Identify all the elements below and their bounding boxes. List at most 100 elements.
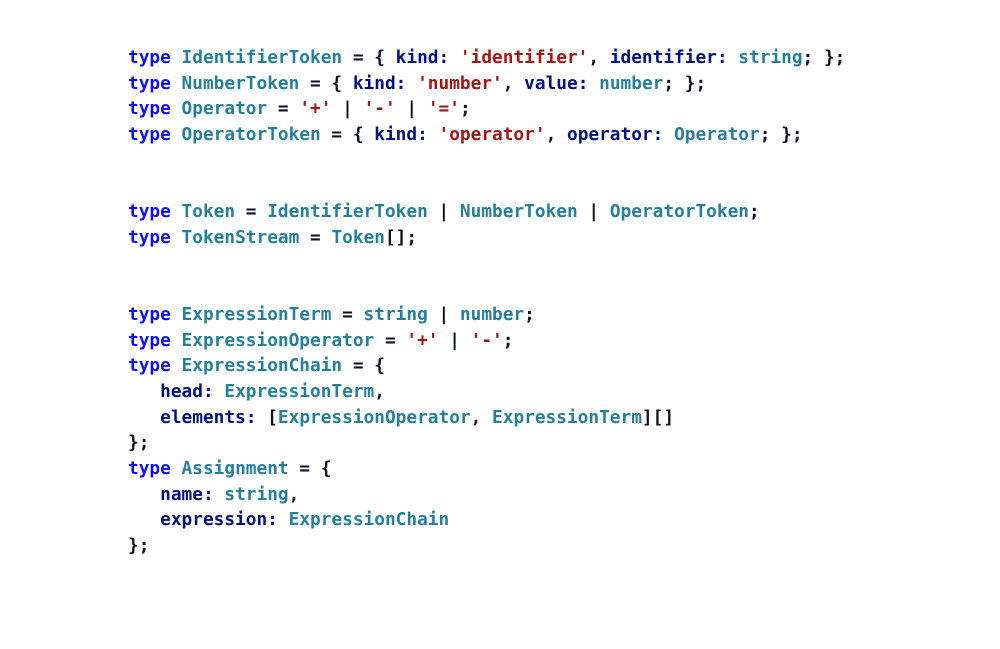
code-token-kw: type <box>128 201 171 223</box>
code-line: type Operator = '+' | '-' | '='; <box>128 96 845 122</box>
code-token-pu: ; <box>459 98 471 120</box>
code-token-pr: elements: <box>160 406 257 428</box>
code-line <box>128 276 845 302</box>
code-token-pu <box>171 73 182 94</box>
code-token-pu <box>171 458 182 479</box>
code-token-kw: type <box>128 303 171 325</box>
code-token-pu <box>128 407 160 428</box>
code-token-pu: ; }; <box>802 47 846 68</box>
code-token-pu <box>278 509 289 530</box>
code-line: expression: ExpressionChain <box>128 507 845 533</box>
code-token-pu: }; <box>128 432 150 454</box>
code-token-pu <box>171 98 182 119</box>
code-token-ty: ExpressionTerm <box>492 406 642 428</box>
code-token-pu: , <box>288 483 300 505</box>
code-token-ty: ExpressionOperator <box>181 329 375 351</box>
code-line: type IdentifierToken = { kind: 'identifi… <box>128 45 845 71</box>
code-token-pu <box>171 330 182 351</box>
code-token-pu: , <box>502 72 525 94</box>
code-token-pu: , <box>588 47 610 68</box>
code-token-kw: type <box>128 226 171 248</box>
code-token-pu: , <box>470 406 493 428</box>
code-token-pu <box>171 227 182 248</box>
code-token-pu: }; <box>128 535 150 557</box>
code-token-pu: ; <box>748 201 760 223</box>
code-token-pr: identifier: <box>609 47 728 68</box>
code-token-pu <box>449 47 460 68</box>
code-token-st: '-' <box>470 329 503 351</box>
code-token-pu: | <box>427 303 460 325</box>
code-token-pu: , <box>545 124 567 146</box>
code-token-ty: ExpressionTerm <box>224 380 375 402</box>
code-line: type ExpressionChain = { <box>128 353 845 379</box>
code-token-pu: ; }; <box>759 124 803 146</box>
code-token-pu: , <box>374 380 385 402</box>
code-line: type ExpressionOperator = '+' | '-'; <box>128 328 845 354</box>
code-line: elements: [ExpressionOperator, Expressio… <box>128 405 845 431</box>
code-line: type Token = IdentifierToken | NumberTok… <box>128 199 845 225</box>
code-token-pu: | <box>395 98 428 120</box>
code-token-pu: ][] <box>641 406 675 428</box>
code-token-ty: OperatorToken <box>609 201 749 223</box>
code-token-pu: [ <box>256 406 278 428</box>
code-token-pu: ; <box>502 329 514 351</box>
code-token-ty: Token <box>331 226 385 248</box>
code-token-pr: value: <box>524 72 589 94</box>
code-token-ty: OperatorToken <box>181 124 321 146</box>
code-token-st: '=' <box>427 98 460 120</box>
code-line: }; <box>128 533 845 559</box>
code-line: name: string, <box>128 482 845 508</box>
code-token-pu: ; <box>524 303 535 325</box>
code-token-ty: Assignment <box>181 458 289 479</box>
code-token-kw: type <box>128 98 171 120</box>
code-line <box>128 148 845 174</box>
code-token-pr: kind: <box>374 124 428 146</box>
code-token-pu <box>728 47 739 68</box>
code-token-pu: = { <box>342 355 385 377</box>
code-token-st: 'operator' <box>438 124 546 146</box>
code-token-pu <box>171 355 182 376</box>
code-token-pr: name: <box>160 483 214 505</box>
code-token-ty: ExpressionTerm <box>181 303 332 325</box>
code-token-pu <box>214 484 225 505</box>
code-line: type Assignment = { <box>128 456 845 482</box>
code-token-pu <box>128 484 160 505</box>
code-token-pu: | <box>577 201 610 223</box>
code-token-ty: ExpressionChain <box>181 355 343 377</box>
code-token-pu <box>171 201 182 222</box>
code-token-ty: ExpressionOperator <box>277 406 471 428</box>
code-line: type ExpressionTerm = string | number; <box>128 302 845 328</box>
code-token-pu: = <box>331 303 364 325</box>
code-token-ty: Operator <box>181 98 268 120</box>
code-token-ty: NumberToken <box>181 72 300 94</box>
code-token-kw: type <box>128 124 171 146</box>
code-block: type IdentifierToken = { kind: 'identifi… <box>128 45 845 559</box>
code-token-ty: IdentifierToken <box>267 201 428 223</box>
code-token-kw: type <box>128 47 171 68</box>
code-token-ty: IdentifierToken <box>181 47 343 68</box>
code-token-pu <box>171 124 182 145</box>
code-token-kw: type <box>128 329 171 351</box>
code-line: type OperatorToken = { kind: 'operator',… <box>128 122 845 148</box>
code-token-st: '+' <box>299 98 332 120</box>
code-token-st: '-' <box>363 98 396 120</box>
code-token-pu <box>128 381 160 402</box>
code-token-pu <box>128 509 160 530</box>
code-token-pu <box>663 124 674 145</box>
code-token-ty: string <box>738 47 803 68</box>
code-token-pu <box>406 73 417 94</box>
code-token-pu: = { <box>299 72 353 94</box>
code-token-ty: ExpressionChain <box>288 509 450 531</box>
code-token-pu: = { <box>320 124 375 146</box>
code-token-pr: operator: <box>566 124 664 146</box>
code-token-ty: NumberToken <box>459 201 578 223</box>
code-token-pu <box>428 124 439 145</box>
code-token-pu: = { <box>288 458 332 479</box>
code-token-ty: string <box>224 483 289 505</box>
code-line: type NumberToken = { kind: 'number', val… <box>128 71 845 97</box>
code-token-ty: number <box>459 303 525 325</box>
code-token-pr: kind: <box>352 72 407 94</box>
code-token-pu: = <box>374 329 407 351</box>
code-token-pu <box>588 73 599 94</box>
